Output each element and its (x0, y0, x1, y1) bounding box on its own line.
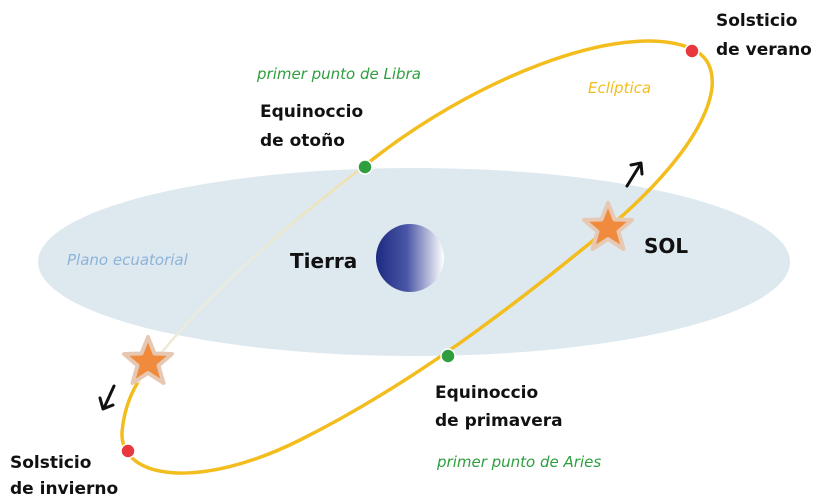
sun-label: SOL (644, 234, 688, 258)
summer-solstice-dot (684, 43, 700, 59)
sun-star-icon (582, 201, 634, 251)
earth-sphere (376, 224, 444, 292)
aries-point-label: primer punto de Aries (436, 453, 601, 471)
winter-solstice-label-2: de invierno (10, 479, 118, 499)
summer-solstice-label-2: de verano (716, 40, 812, 60)
autumn-equinox-dot (357, 159, 373, 175)
autumn-equinox-label-1: Equinoccio (260, 102, 363, 122)
ecliptic-orbit (120, 39, 714, 475)
spring-equinox-label-2: de primavera (435, 411, 563, 431)
spring-equinox-label-1: Equinoccio (435, 383, 538, 403)
summer-solstice-label-1: Solsticio (716, 11, 797, 31)
arrow-down-icon (98, 384, 116, 411)
winter-solstice-label-1: Solsticio (10, 453, 91, 473)
equatorial-plane-label: Plano ecuatorial (67, 251, 189, 269)
ecliptic-orbit-hidden (136, 165, 365, 384)
libra-point-label: primer punto de Libra (256, 65, 421, 83)
autumn-equinox-label-2: de otoño (260, 131, 345, 151)
sun-star-icon-winter (122, 335, 174, 385)
earth-label: Tierra (290, 249, 357, 273)
winter-solstice-dot (120, 443, 136, 459)
arrow-up-icon (625, 161, 644, 188)
spring-equinox-dot (440, 348, 456, 364)
ecliptic-label: Eclíptica (588, 79, 651, 97)
